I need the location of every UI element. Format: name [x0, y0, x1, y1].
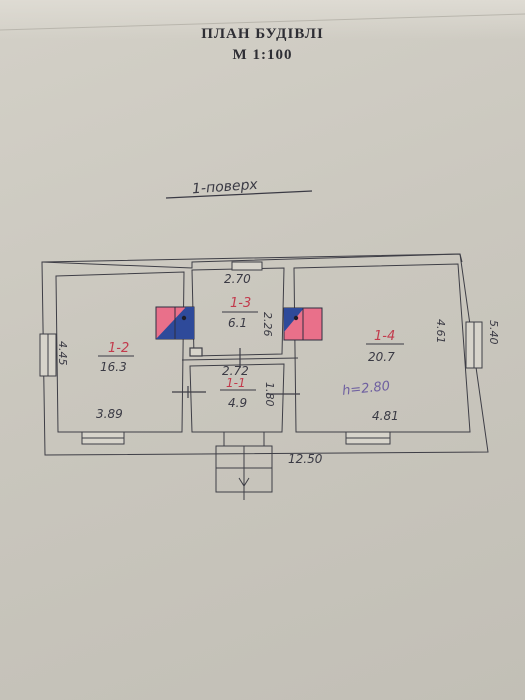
stove-right [283, 307, 323, 341]
entrance-porch [215, 431, 273, 500]
plan-scale: М 1:100 [232, 47, 293, 63]
room-1-4-width: 4.81 [372, 409, 399, 423]
room-1-4-area: 20.7 [368, 350, 395, 364]
room-1-4-depth: 4.61 [434, 319, 447, 344]
room-1-3-number: 1-3 [230, 296, 251, 311]
plan-title: ПЛАН БУДІВЛІ [201, 26, 324, 42]
overall-width-dimension: 12.50 [288, 452, 323, 466]
room-1-3-width: 2.70 [224, 272, 251, 286]
fold-line [0, 13, 525, 31]
room-1-1-number: 1-1 [226, 376, 246, 390]
door-marks [172, 347, 300, 398]
paper-fold-shadow [0, 0, 525, 40]
room-1-2-width: 3.89 [96, 407, 123, 421]
ceiling-height-note: h=2.80 [341, 379, 390, 399]
room-1-4-number: 1-4 [374, 329, 395, 344]
room-1-1-depth: 1.80 [263, 382, 276, 407]
floor-label: 1-поверх [192, 177, 259, 198]
room-1-2-depth: 4.45 [56, 341, 69, 366]
room-fraction-lines [98, 311, 404, 391]
stove-left [155, 306, 195, 340]
room-1-2-number: 1-2 [108, 341, 129, 356]
room-1-3-depth: 2.26 [261, 312, 274, 337]
room-1-1-width: 2.72 [222, 364, 249, 378]
windows [39, 261, 483, 445]
overall-depth-dimension: 5.40 [487, 320, 500, 345]
room-1-3-area: 6.1 [228, 316, 247, 330]
room-1-2-area: 16.3 [100, 360, 127, 374]
room-1-1-area: 4.9 [228, 396, 247, 410]
floor-label-underline [165, 190, 313, 199]
